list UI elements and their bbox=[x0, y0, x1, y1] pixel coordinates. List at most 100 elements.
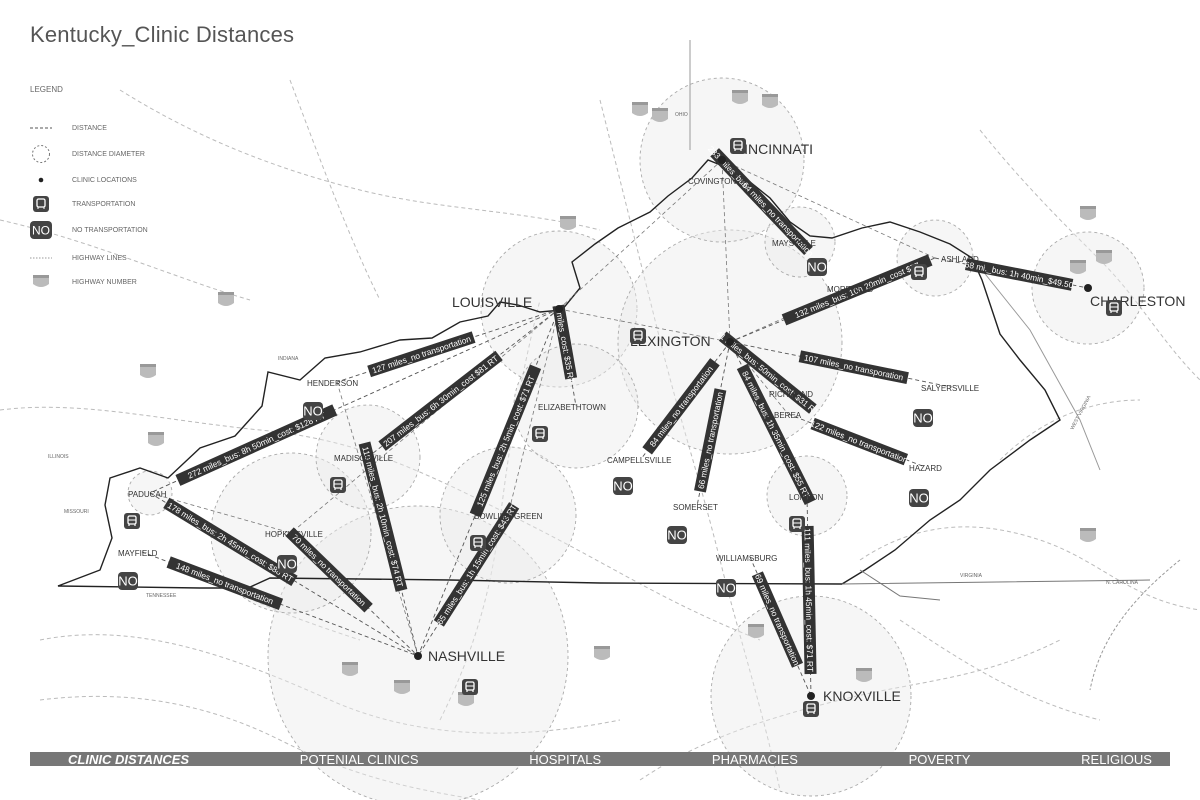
tab-hospitals[interactable]: HOSPITALS bbox=[529, 751, 602, 767]
route-label-text: 127 miles_no transportation bbox=[371, 333, 473, 375]
background-road bbox=[119, 89, 601, 231]
highway-shield-top bbox=[140, 364, 156, 367]
city-label: MADISONVILLE bbox=[334, 454, 393, 463]
route-label-bg bbox=[965, 258, 1074, 291]
clinic-location-dot[interactable] bbox=[726, 338, 734, 346]
route-label-text: 122 miles_no transportation bbox=[809, 418, 909, 465]
highway-shield-icon bbox=[748, 626, 764, 638]
no-transport-icon: NO bbox=[30, 221, 52, 239]
city-label: HENDERSON bbox=[307, 379, 358, 388]
highway-shield-icon bbox=[856, 670, 872, 682]
city-label: ASHLAND bbox=[941, 255, 979, 264]
tab-religious[interactable]: RELIGIOUS bbox=[1081, 751, 1152, 767]
bus-icon bbox=[789, 516, 805, 532]
svg-text:NO: NO bbox=[118, 574, 138, 589]
clinic-location-dot[interactable] bbox=[1084, 284, 1092, 292]
highway-shield-icon bbox=[652, 110, 668, 122]
city-label: LONDON bbox=[789, 493, 823, 502]
tab-poverty[interactable]: POVERTY bbox=[908, 751, 971, 767]
city-label: NASHVILLE bbox=[428, 648, 505, 664]
tab-pharmacies[interactable]: PHARMACIES bbox=[711, 751, 798, 767]
no-transport-icon: NO bbox=[716, 579, 736, 597]
city-label: KNOXVILLE bbox=[823, 688, 901, 704]
legend-label: HIGHWAY LINES bbox=[72, 254, 127, 262]
legend-label: NO TRANSPORTATION bbox=[72, 226, 148, 234]
background-road bbox=[39, 634, 621, 734]
distance-line bbox=[507, 308, 560, 516]
tab-potential-clinics[interactable]: POTENIAL CLINICS bbox=[299, 751, 419, 767]
highway-shield-top bbox=[560, 216, 576, 219]
tab-clinic-distances[interactable]: CLINIC DISTANCES bbox=[68, 751, 190, 767]
clinic-location-dot[interactable] bbox=[718, 156, 726, 164]
legend-item: DISTANCE DIAMETER bbox=[30, 145, 145, 163]
bus-icon bbox=[911, 264, 927, 280]
clinic-location-dot[interactable] bbox=[807, 692, 815, 700]
clinic-location-dot[interactable] bbox=[414, 652, 422, 660]
route-label-bg bbox=[378, 350, 503, 451]
state-label: ILLINOIS bbox=[48, 454, 69, 460]
legend-label: CLINIC LOCATIONS bbox=[72, 176, 137, 184]
state-label: MISSOURI bbox=[64, 509, 89, 515]
route-label-bg bbox=[285, 527, 373, 613]
svg-text:NO: NO bbox=[913, 411, 933, 426]
route-label-bg bbox=[367, 331, 476, 378]
highway-shield-icon bbox=[1096, 252, 1112, 264]
highway-shield-top bbox=[1070, 260, 1086, 263]
city-markers: CINCINNATICOVINGTONLOUISVILLELEXINGTONNA… bbox=[118, 138, 1185, 717]
state-label: OHIO bbox=[675, 112, 688, 118]
category-tab-bar: CLINIC DISTANCES POTENIAL CLINICS HOSPIT… bbox=[30, 751, 1170, 767]
route-label-bg bbox=[642, 358, 720, 455]
clinic-location-dot[interactable] bbox=[555, 305, 563, 313]
highway-shield-icon bbox=[632, 104, 648, 116]
svg-text:NO: NO bbox=[716, 581, 736, 596]
legend-label: DISTANCE bbox=[72, 124, 107, 132]
city-label: COVINGTON bbox=[688, 177, 737, 186]
bus-icon bbox=[330, 477, 346, 493]
highway-shield-icon bbox=[732, 92, 748, 104]
distance-line bbox=[721, 159, 731, 343]
svg-text:NO: NO bbox=[909, 491, 929, 506]
city-label: SALYERSVILLE bbox=[921, 384, 979, 393]
no-transport-icon: NO bbox=[303, 402, 323, 420]
legend-item: CLINIC LOCATIONS bbox=[30, 172, 137, 188]
background-road bbox=[599, 99, 781, 791]
dashed-circle-icon bbox=[30, 145, 52, 163]
bus-icon bbox=[462, 679, 478, 695]
highway-shield-top bbox=[1080, 528, 1096, 531]
legend-item: HIGHWAY LINES bbox=[30, 250, 127, 266]
city-label: MAYSVILLE bbox=[772, 239, 816, 248]
highway-shield-top bbox=[1080, 206, 1096, 209]
distance-line bbox=[367, 456, 419, 657]
background-road bbox=[639, 639, 1061, 781]
distance-line bbox=[749, 556, 812, 697]
city-label: HAZARD bbox=[909, 464, 942, 473]
dotted-line-icon bbox=[30, 250, 52, 266]
route-label: 122 miles_no transportation bbox=[809, 417, 909, 466]
legend-item: NO NO TRANSPORTATION bbox=[30, 221, 148, 239]
legend-label: TRANSPORTATION bbox=[72, 200, 136, 208]
highway-shield-top bbox=[632, 102, 648, 105]
background-road bbox=[179, 559, 361, 641]
no-transport-icon: NO bbox=[613, 477, 633, 495]
state-line-east bbox=[841, 569, 1151, 601]
state-label: TENNESSEE bbox=[146, 593, 177, 599]
city-label: LEXINGTON bbox=[630, 333, 711, 349]
route-label-bg bbox=[718, 331, 817, 414]
distance-line bbox=[149, 492, 292, 534]
highway-shield-top bbox=[594, 646, 610, 649]
route-label-bg bbox=[358, 441, 408, 592]
city-label: CAMPELLSVILLE bbox=[607, 456, 671, 465]
route-label-bg bbox=[736, 363, 816, 506]
highway-shield-icon bbox=[1080, 530, 1096, 542]
bus-icon bbox=[124, 513, 140, 529]
route-label-bg bbox=[694, 388, 727, 493]
bus-icon bbox=[532, 426, 548, 442]
bus-icon bbox=[30, 196, 52, 212]
legend-item: DISTANCE bbox=[30, 120, 107, 136]
route-label-bg bbox=[781, 254, 933, 326]
distance-line bbox=[336, 308, 560, 383]
city-label: BOWLING GREEN bbox=[474, 512, 543, 521]
city-label: CHARLESTON bbox=[1090, 293, 1185, 309]
route-label-bg bbox=[552, 304, 578, 380]
highway-shield-icon bbox=[458, 694, 474, 706]
